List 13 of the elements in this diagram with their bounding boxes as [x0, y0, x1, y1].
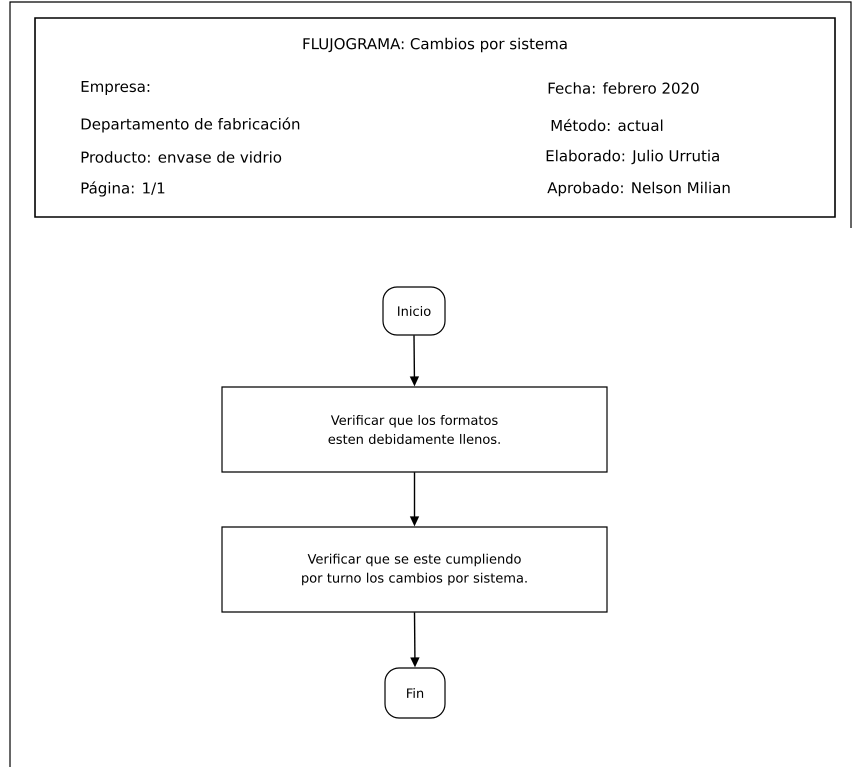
header-title: FLUJOGRAMA: Cambios por sistema	[304, 38, 567, 52]
header-field: Producto: envase de vidrio	[82, 151, 282, 163]
header-field: Departamento de fabricación	[82, 117, 300, 133]
terminator: Inicio	[382, 286, 446, 336]
header-field: Página: 1/1	[82, 181, 164, 197]
terminator: Fin	[384, 667, 446, 719]
header-field: Fecha: febrero 2020	[548, 82, 699, 94]
header-field: Empresa:	[82, 80, 150, 96]
header-field: Método: actual	[552, 118, 662, 132]
header-field: Aprobado: Nelson Milian	[547, 182, 730, 196]
process-box: Verificar que se este cumpliendo por turno los cambios por sistema.	[221, 526, 608, 613]
process-box: Verificar que los formatos esten debidamente llenos.	[221, 386, 608, 473]
header-field: Elaborado: Julio Urrutia	[546, 150, 719, 164]
